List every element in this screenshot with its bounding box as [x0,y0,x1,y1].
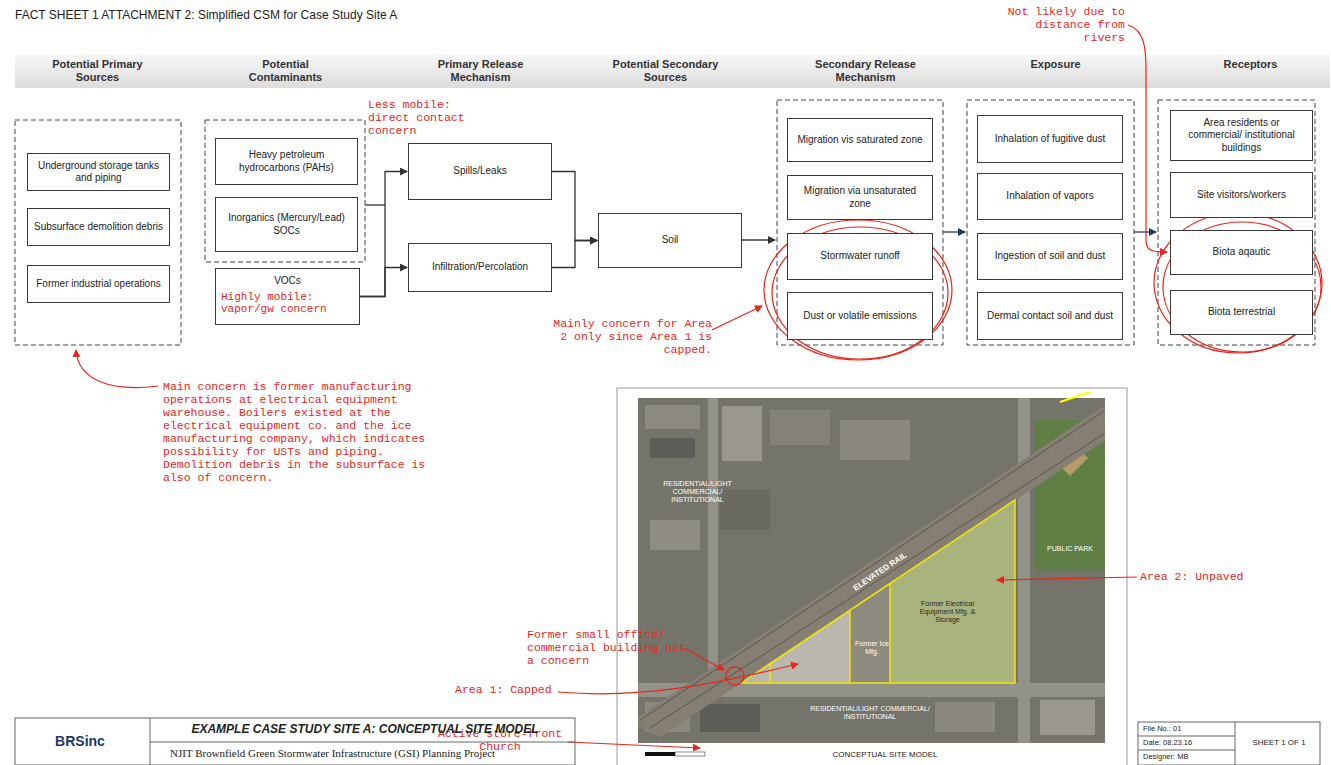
title-block-text: Date: 08.23.16 [1143,738,1233,747]
flow-arrow [552,172,597,241]
title-block-text: Designer: MB [1143,752,1233,761]
box-text: Dust or volatile emissions [803,310,916,323]
annotation-note: Mainly concern for Area 2 only since Are… [540,317,712,356]
process-box: Dermal contact soil and dust [977,292,1123,340]
map-label: RESIDENTIAL/LIGHT COMMERCIAL/ INSTITUTIO… [650,480,745,504]
column-header: Potential Secondary Sources [608,58,723,84]
box-text: Migration via unsaturated zone [793,185,927,210]
box-text: Spills/Leaks [453,165,506,178]
box-text: Site visitors/workers [1197,189,1286,202]
diagram-title: FACT SHEET 1 ATTACHMENT 2: Simplified CS… [15,8,397,22]
process-box: Biota terrestrial [1170,290,1313,335]
annotation-note: Area 2: Unpaved [1140,570,1265,583]
map-label: RESIDENTIAL/LIGHT COMMERCIAL/ INSTITUTIO… [800,705,940,721]
box-text: Biota terrestrial [1208,306,1275,319]
annotation-note: Main concern is former manufacturing ope… [163,380,448,484]
box-text: Migration vis saturated zone [797,134,922,147]
box-text: Ingestion of soil and dust [995,250,1106,263]
annotation-note: Less mobile: direct contact concern [368,98,473,137]
process-box: Underground storage tanks and piping [27,153,170,191]
map-label: PUBLIC PARK [1040,545,1100,553]
process-box: Soil [598,213,742,268]
map-caption: CONCEPTUAL SITE MODEL [805,750,965,759]
map-label: Former Ice Mfg. [855,640,889,656]
column-header: Potential Primary Sources [40,58,155,84]
process-box: Ingestion of soil and dust [977,233,1123,280]
box-text: Inhalation of vapors [1006,190,1093,203]
site-map [617,388,1127,765]
flow-arrow [360,268,407,297]
process-box: Migration via unsaturated zone [787,175,933,220]
box-text: Heavy petroleum hydrocarbons (PAHs) [221,149,352,174]
process-box: Spills/Leaks [408,143,552,200]
box-text: VOCs [274,275,301,288]
red-markup [76,25,1322,388]
box-text: Inorganics (Mercury/Lead) SOCs [221,212,352,237]
annotation-note: Former small office/ commercial building… [527,628,692,667]
annotation-note: Area 1: Capped [455,683,575,696]
column-header: Primary Release Mechanism [423,58,538,84]
box-annotation: Highly mobile: vapor/gw concern [221,291,354,316]
column-header: Secondary Release Mechanism [808,58,923,84]
process-box: Infiltration/Percolation [408,243,552,292]
box-text: Underground storage tanks and piping [33,160,164,185]
box-text: Stormwater runoff [820,250,899,263]
dashed-groups [15,100,1315,345]
map-label: Former Electrical Equipment Mfg. & Stora… [915,600,980,624]
header-band [15,55,1330,88]
process-box: Heavy petroleum hydrocarbons (PAHs) [215,138,358,185]
process-box: Biota aqautic [1170,230,1313,275]
flow-arrow [360,172,407,297]
box-text: Dermal contact soil and dust [987,310,1113,323]
flow-arrow [552,241,597,268]
title-blocks [15,718,1320,765]
title-block-text: File No.: 01 [1143,724,1233,733]
box-text: Former industrial operations [36,278,161,291]
box-text: Subsurface demolition debris [34,221,163,234]
column-header: Exposure [998,58,1113,71]
column-header: Potential Contaminants [228,58,343,84]
process-box: Site visitors/workers [1170,172,1313,218]
box-text: Biota aqautic [1213,246,1271,259]
process-box: Migration vis saturated zone [787,118,933,162]
title-block-text: EXAMPLE CASE STUDY SITE A: CONCEPTUAL SI… [160,722,570,736]
process-box: Inhalation of fugitive dust [977,115,1123,163]
process-box: Stormwater runoff [787,233,933,280]
process-box: Inhalation of vapors [977,173,1123,220]
title-block-text: SHEET 1 OF 1 [1240,738,1318,747]
title-block-text: NJIT Brownfield Green Stormwater Infrast… [170,747,570,759]
annotation-note: Not likely due to distance from rivers [1005,5,1125,44]
process-box: VOCsHighly mobile: vapor/gw concern [215,268,360,325]
process-box: Dust or volatile emissions [787,292,933,340]
process-box: Inorganics (Mercury/Lead) SOCs [215,197,358,252]
box-text: Infiltration/Percolation [432,261,528,274]
column-header: Receptors [1193,58,1308,71]
process-box: Former industrial operations [27,265,170,303]
map-leaders [558,577,1137,748]
box-text: Soil [662,234,679,247]
box-text: Area residents or commercial/ institutio… [1176,117,1307,155]
box-text: Inhalation of fugitive dust [995,133,1106,146]
company-logo: BRSinc [25,733,135,749]
process-box: Subsurface demolition debris [27,208,170,246]
process-box: Area residents or commercial/ institutio… [1170,110,1313,161]
